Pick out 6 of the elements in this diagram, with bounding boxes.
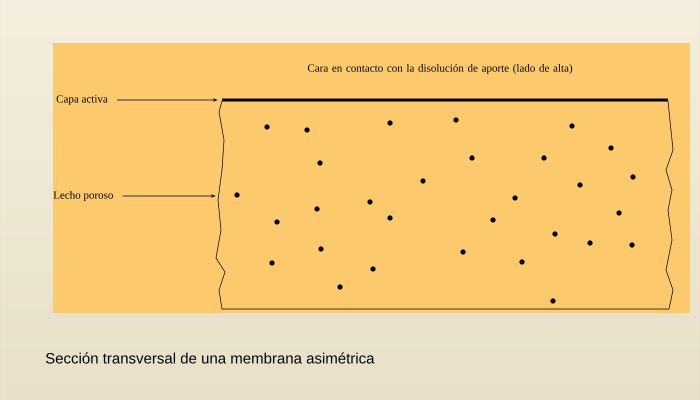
active-layer-line [222, 98, 668, 102]
caption: Sección transversal de una membrana asimétrica [46, 352, 374, 364]
porous-bed-drawing [216, 100, 674, 310]
part-label: Lecho poroso [54, 191, 113, 201]
face-label: Cara en contacto con la disolución de aporte (lado de alta) [308, 64, 572, 74]
part-label: Capa activa [56, 95, 108, 105]
